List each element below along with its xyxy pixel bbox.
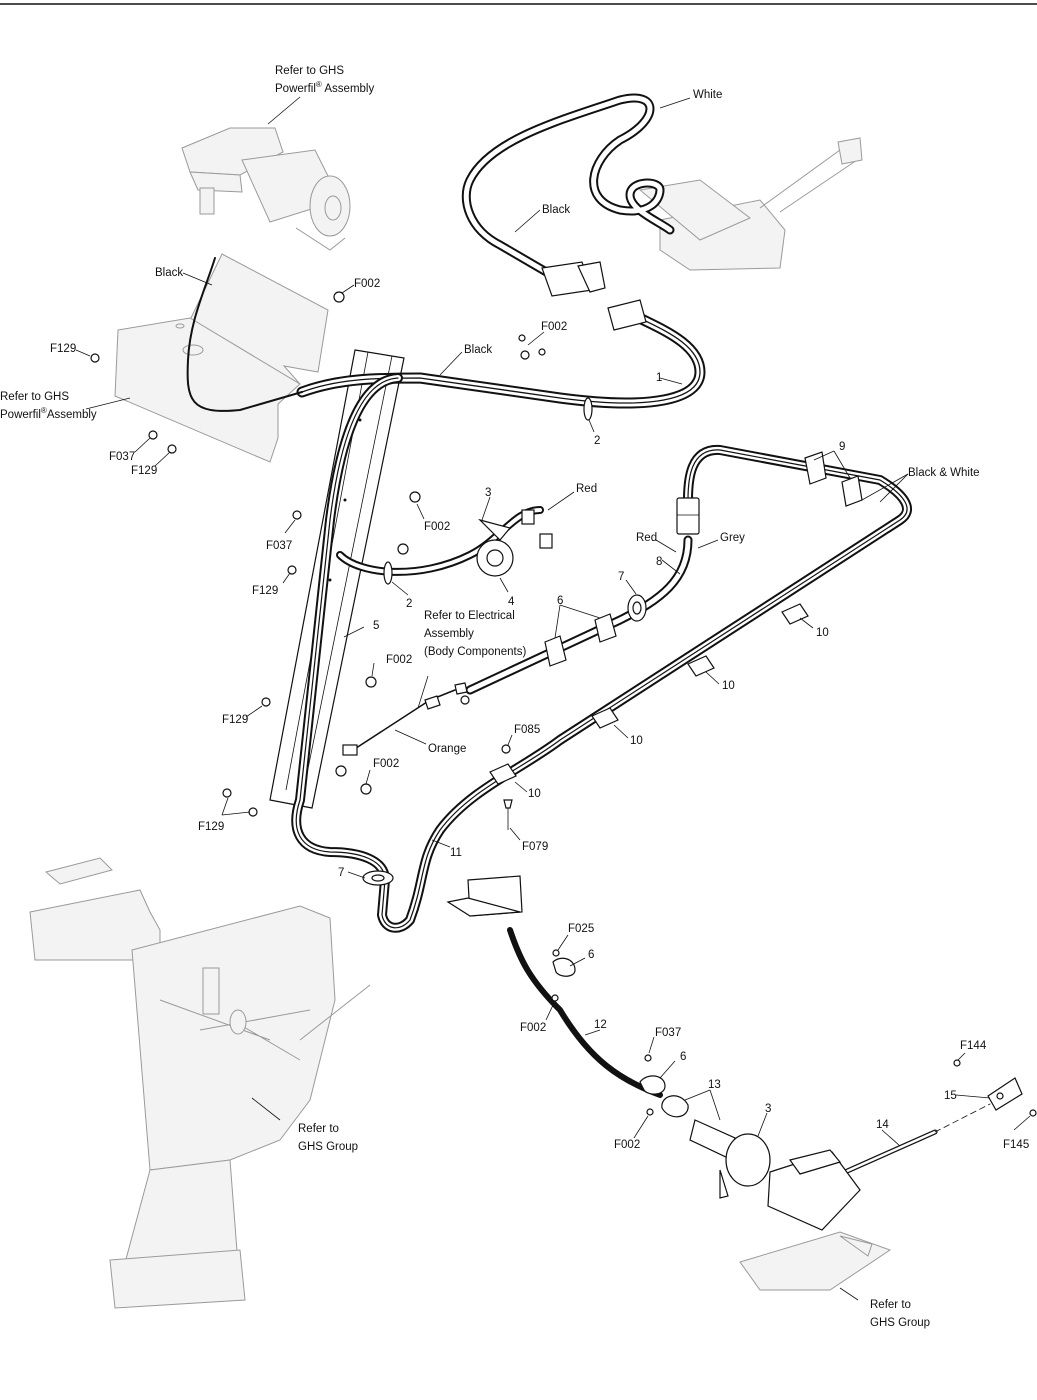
fastener-f129-b: F129 bbox=[131, 465, 157, 477]
fastener-f002-g: F002 bbox=[614, 1139, 640, 1151]
harness-wires bbox=[186, 93, 991, 1175]
callout-10-c: 10 bbox=[630, 735, 643, 747]
refer-electrical-line1: Refer to Electrical bbox=[424, 610, 515, 622]
callout-1: 1 bbox=[656, 372, 662, 384]
refer-ghs-powerfil-top-line2: Powerfil® Assembly bbox=[275, 80, 374, 95]
wire-label-orange: Orange bbox=[428, 743, 466, 755]
wire-label-black-white: Black & White bbox=[908, 467, 980, 479]
fastener-f002-b: F002 bbox=[541, 321, 567, 333]
callout-4: 4 bbox=[508, 596, 515, 608]
fastener-f129-a: F129 bbox=[50, 343, 76, 355]
refer-electrical-line3: (Body Components) bbox=[424, 646, 526, 658]
callout-10-d: 10 bbox=[528, 788, 541, 800]
refer-electrical-line2: Assembly bbox=[424, 628, 474, 640]
fastener-f129-e: F129 bbox=[198, 821, 224, 833]
callout-5: 5 bbox=[373, 620, 379, 632]
fastener-f002-d: F002 bbox=[386, 654, 412, 666]
wire-label-black-left: Black bbox=[155, 267, 183, 279]
wire-label-black-bundle: Black bbox=[464, 344, 492, 356]
powerfil-motor-top bbox=[181, 127, 351, 251]
callout-6-clamp-a: 6 bbox=[588, 949, 594, 961]
fastener-f025: F025 bbox=[568, 923, 594, 935]
callout-8: 8 bbox=[656, 556, 662, 568]
reference-notes: Refer to GHS Powerfil® Assembly Refer to… bbox=[0, 65, 930, 1329]
fastener-f002-c: F002 bbox=[424, 521, 450, 533]
refer-ghs-group-left-line1: Refer to bbox=[298, 1123, 339, 1135]
callout-12: 12 bbox=[594, 1019, 607, 1031]
callout-6-harness: 6 bbox=[557, 595, 563, 607]
refer-ghs-group-left-line2: GHS Group bbox=[298, 1141, 358, 1153]
refer-ghs-group-bottom-line1: Refer to bbox=[870, 1299, 911, 1311]
mounting-bracket-bottom bbox=[739, 1231, 892, 1291]
fastener-f002-e: F002 bbox=[373, 758, 399, 770]
fastener-f002-a: F002 bbox=[354, 278, 380, 290]
wire-label-red-sensor: Red bbox=[576, 483, 597, 495]
callout-7-lower: 7 bbox=[338, 867, 344, 879]
callout-2-upper: 2 bbox=[594, 435, 600, 447]
fastener-f037-a: F037 bbox=[109, 451, 135, 463]
refer-ghs-powerfil-left-line2: Powerfil®Assembly bbox=[0, 406, 97, 421]
switch-assembly-top-right bbox=[638, 137, 863, 271]
fastener-f079: F079 bbox=[522, 841, 548, 853]
callout-10-a: 10 bbox=[816, 627, 829, 639]
leader-lines bbox=[75, 96, 1031, 1301]
callout-10-b: 10 bbox=[722, 680, 735, 692]
item-callouts: 1 2 2 3 3 4 5 6 6 6 7 7 8 9 10 10 10 10 … bbox=[50, 278, 1029, 1151]
callout-3-upper: 3 bbox=[485, 487, 491, 499]
wire-label-white: White bbox=[693, 89, 722, 101]
wire-label-grey: Grey bbox=[720, 532, 745, 544]
cable-channel bbox=[269, 349, 405, 809]
callout-3-lower: 3 bbox=[765, 1103, 771, 1115]
callout-15: 15 bbox=[944, 1090, 957, 1102]
fastener-f085: F085 bbox=[514, 724, 540, 736]
callout-7-upper: 7 bbox=[618, 571, 624, 583]
refer-ghs-group-bottom-line2: GHS Group bbox=[870, 1317, 930, 1329]
fastener-f145: F145 bbox=[1003, 1139, 1029, 1151]
wire-label-red-connector: Red bbox=[636, 532, 657, 544]
fastener-f037-c: F037 bbox=[655, 1027, 681, 1039]
fastener-f129-d: F129 bbox=[222, 714, 248, 726]
callout-6-clamp-b: 6 bbox=[680, 1051, 686, 1063]
callout-2-lower: 2 bbox=[406, 598, 412, 610]
components bbox=[90, 261, 1037, 1231]
ghs-frame-left bbox=[29, 857, 371, 1309]
callout-9: 9 bbox=[839, 441, 845, 453]
callout-14: 14 bbox=[876, 1119, 889, 1131]
callout-13: 13 bbox=[708, 1079, 721, 1091]
fastener-f144: F144 bbox=[960, 1040, 987, 1052]
callout-11: 11 bbox=[450, 847, 462, 859]
mounting-plate-left bbox=[114, 253, 329, 463]
wire-color-labels: Black Black Black White Black & White Re… bbox=[155, 89, 980, 755]
fastener-f002-f: F002 bbox=[520, 1022, 546, 1034]
wire-label-black-top: Black bbox=[542, 204, 570, 216]
fastener-f129-c: F129 bbox=[252, 585, 278, 597]
refer-ghs-powerfil-left-line1: Refer to GHS bbox=[0, 391, 69, 403]
refer-ghs-powerfil-top-line1: Refer to GHS bbox=[275, 65, 344, 77]
fastener-f037-b: F037 bbox=[266, 540, 292, 552]
